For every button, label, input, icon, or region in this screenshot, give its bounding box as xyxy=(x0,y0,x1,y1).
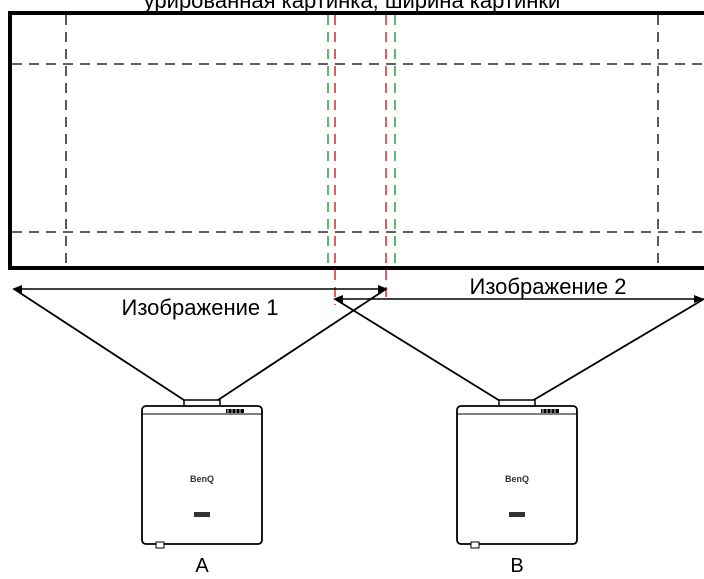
projector-a: BenQ xyxy=(141,399,263,549)
projector-b-badge xyxy=(509,512,525,517)
image-1-label: Изображение 1 xyxy=(122,295,279,320)
projector-a-beam xyxy=(13,288,387,405)
projector-b-beam xyxy=(334,298,704,405)
projector-a-badge xyxy=(194,512,210,517)
projector-b-label: B xyxy=(510,555,523,577)
projector-b-logo: BenQ xyxy=(505,474,529,484)
projector-a-label: A xyxy=(195,555,209,577)
projector-b-vent-icon xyxy=(541,409,559,413)
projector-a-vent-icon xyxy=(226,409,244,413)
image-1-width-arrow xyxy=(12,285,388,293)
projector-b-body xyxy=(456,405,578,545)
image-2-width-arrow xyxy=(333,295,704,303)
projector-a-body xyxy=(141,405,263,545)
projection-screen xyxy=(8,11,704,305)
projector-a-logo: BenQ xyxy=(190,474,214,484)
projector-b-foot xyxy=(470,541,480,549)
projector-b: BenQ xyxy=(456,399,578,549)
screen-frame xyxy=(8,11,704,270)
projector-a-foot xyxy=(155,541,165,549)
image-2-label: Изображение 2 xyxy=(470,274,627,299)
top-caption: урированная картинка, ширина картинки xyxy=(144,0,561,13)
